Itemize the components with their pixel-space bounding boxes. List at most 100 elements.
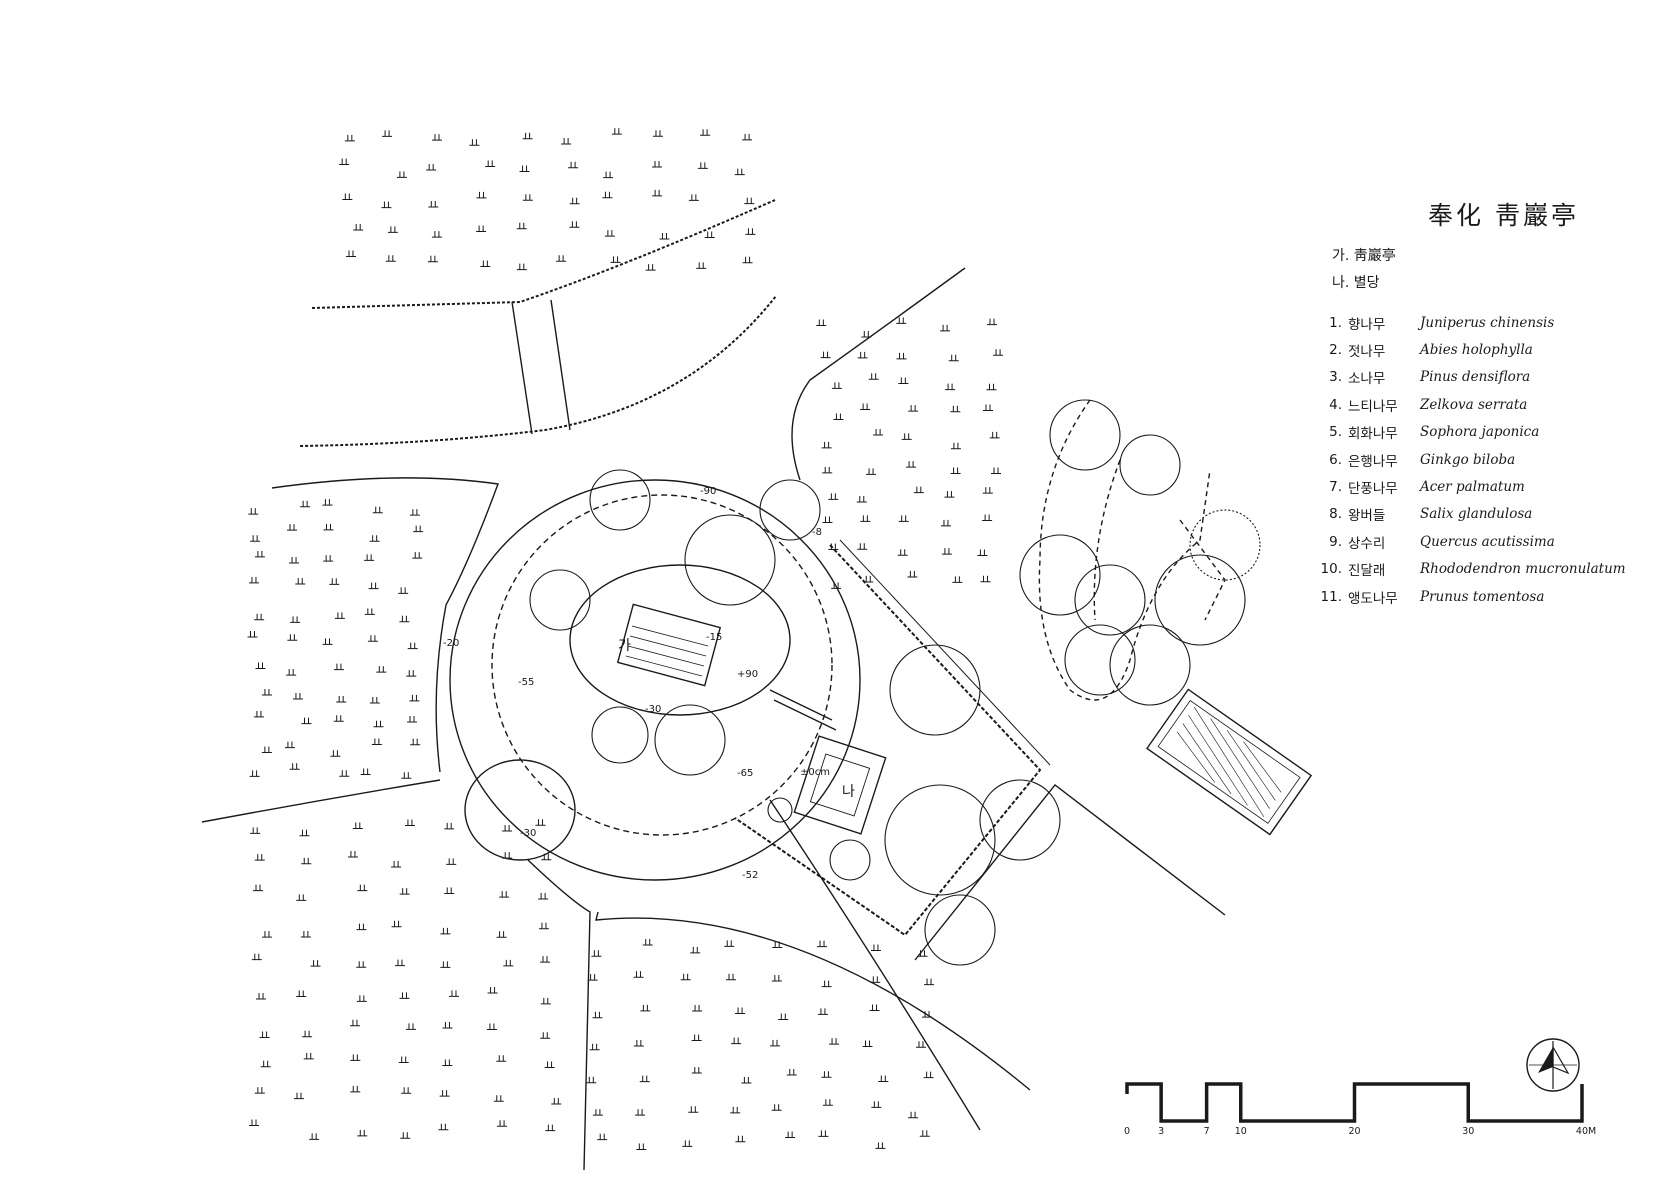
grass-mark bbox=[322, 499, 333, 506]
scale-tick: 10 bbox=[1234, 1126, 1247, 1137]
grass-mark bbox=[652, 161, 663, 168]
grass-mark bbox=[659, 232, 670, 240]
grass-mark bbox=[519, 165, 530, 173]
grass-mark bbox=[989, 431, 1000, 439]
grass-mark bbox=[394, 959, 405, 967]
grass-mark bbox=[587, 974, 598, 981]
grass-mark bbox=[822, 1099, 833, 1106]
grass-mark bbox=[538, 892, 549, 900]
grass-mark bbox=[589, 1043, 600, 1051]
grass-mark bbox=[731, 1037, 742, 1045]
grass-mark bbox=[785, 1131, 796, 1139]
grass-mark bbox=[289, 763, 300, 770]
grass-mark bbox=[569, 197, 580, 205]
grass-mark bbox=[345, 250, 356, 258]
pond-southwest-lobe bbox=[464, 759, 576, 861]
grass-mark bbox=[469, 139, 480, 146]
grass-mark bbox=[296, 894, 307, 901]
grass-mark bbox=[250, 535, 261, 542]
grass-mark bbox=[439, 1090, 450, 1097]
grass-mark bbox=[251, 953, 262, 961]
scale-bar-graphic bbox=[1125, 1082, 1584, 1123]
grass-mark bbox=[878, 1075, 889, 1082]
grass-mark bbox=[917, 950, 928, 957]
grass-mark bbox=[986, 318, 997, 326]
grass-mark bbox=[399, 888, 410, 895]
grass-mark bbox=[908, 405, 919, 412]
grass-mark bbox=[350, 1085, 361, 1093]
grass-mark bbox=[873, 429, 884, 436]
grass-mark bbox=[409, 694, 420, 702]
grass-mark bbox=[353, 223, 364, 231]
grass-mark bbox=[742, 133, 753, 141]
grass-mark bbox=[993, 349, 1004, 356]
grass-mark bbox=[604, 230, 615, 237]
grass-mark bbox=[261, 746, 272, 754]
elevation-9: -15 bbox=[706, 632, 722, 643]
elevation-6: -65 bbox=[737, 768, 753, 779]
grass-mark bbox=[442, 1059, 453, 1067]
grass-mark bbox=[611, 128, 622, 135]
grass-mark bbox=[356, 923, 367, 931]
grass-mark bbox=[427, 255, 438, 263]
grass-mark bbox=[369, 535, 380, 542]
east-building bbox=[1146, 688, 1313, 836]
grass-mark bbox=[829, 1038, 840, 1045]
road-southeast-2 bbox=[769, 799, 981, 1131]
grass-mark bbox=[896, 317, 907, 324]
grass-mark bbox=[982, 404, 993, 411]
grass-mark bbox=[287, 524, 298, 531]
grass-mark bbox=[919, 1130, 930, 1137]
elevation-8: -52 bbox=[742, 870, 758, 881]
grass-mark bbox=[820, 351, 831, 359]
grass-mark bbox=[431, 231, 442, 238]
grass-mark bbox=[822, 516, 833, 524]
grass-mark bbox=[569, 221, 580, 228]
grass-mark bbox=[915, 1041, 926, 1048]
grass-mark bbox=[610, 256, 621, 263]
grass-mark bbox=[821, 441, 832, 449]
grass-mark bbox=[287, 634, 298, 641]
elevation-11: -8 bbox=[812, 527, 822, 538]
grass-mark bbox=[493, 1095, 504, 1102]
grass-mark bbox=[561, 137, 572, 145]
grass-mark bbox=[696, 262, 707, 269]
grass-mark bbox=[364, 554, 375, 561]
grass-mark bbox=[309, 1133, 320, 1140]
grass-mark bbox=[382, 130, 393, 137]
grass-mark bbox=[254, 613, 265, 621]
grass-mark bbox=[704, 231, 715, 238]
grass-mark bbox=[412, 552, 423, 559]
grass-mark bbox=[741, 1076, 752, 1084]
grass-mark bbox=[540, 1032, 551, 1039]
road-southeast bbox=[914, 784, 1226, 961]
wall-enclosure bbox=[734, 544, 1042, 937]
site-label-annex: 나. 별당 bbox=[1332, 275, 1380, 291]
grass-mark bbox=[405, 1023, 416, 1030]
grass-mark bbox=[633, 1039, 644, 1047]
stream-bank-lower bbox=[299, 295, 777, 447]
grass-mark bbox=[642, 939, 653, 946]
grass-mark bbox=[861, 330, 872, 338]
grass-mark bbox=[875, 1142, 886, 1149]
grass-mark bbox=[862, 1040, 873, 1048]
grass-mark bbox=[691, 1034, 702, 1042]
grass-mark bbox=[399, 615, 410, 623]
grass-mark bbox=[301, 857, 312, 865]
grass-mark bbox=[568, 161, 579, 169]
grass-mark bbox=[923, 1071, 934, 1079]
grass-mark bbox=[368, 582, 379, 590]
grass-mark bbox=[688, 1106, 699, 1113]
grass-mark bbox=[487, 986, 498, 994]
grass-mark bbox=[896, 352, 907, 360]
annex-building bbox=[793, 735, 887, 835]
grass-mark bbox=[724, 940, 735, 947]
grass-mark bbox=[860, 515, 871, 522]
grass-mark bbox=[256, 992, 267, 1000]
grass-mark bbox=[302, 1030, 313, 1038]
elevation-10: -30 bbox=[520, 828, 536, 839]
grass-mark bbox=[485, 160, 496, 167]
